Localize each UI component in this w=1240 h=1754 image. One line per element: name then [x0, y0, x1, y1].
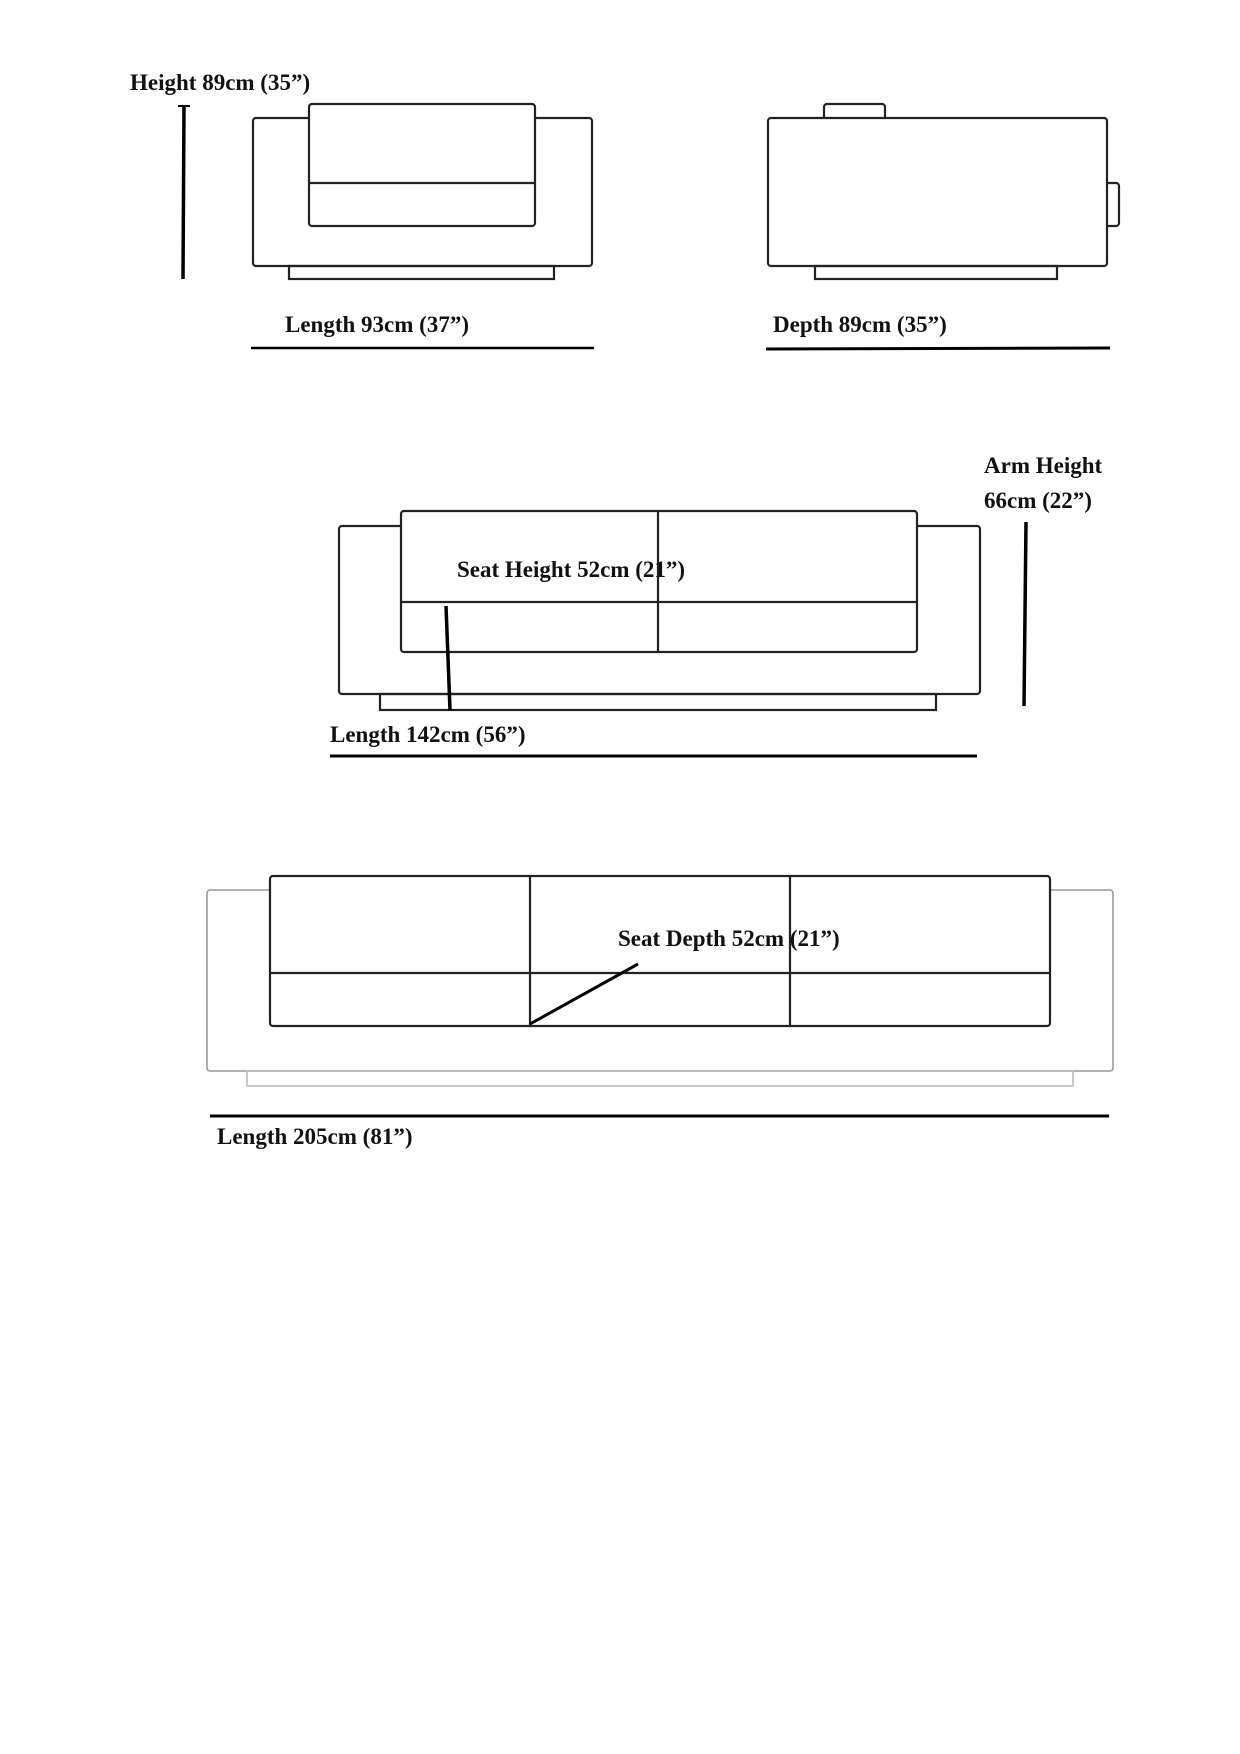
loveseat-base	[378, 692, 938, 712]
loveseat-front-view	[337, 509, 982, 712]
armchair-front-view	[251, 102, 594, 281]
arm-height-label-line2: 66cm (22”)	[984, 488, 1092, 513]
seat-depth-label: Seat Depth 52cm (21”)	[618, 926, 840, 951]
armchair-side-view	[766, 102, 1121, 281]
sofa-length-label: Length 205cm (81”)	[217, 1124, 412, 1149]
depth-label: Depth 89cm (35”)	[773, 312, 947, 337]
armchair-length-label: Length 93cm (37”)	[285, 312, 469, 337]
sofa-front-view	[206, 874, 1114, 1087]
armchair-cushion	[307, 102, 537, 228]
arm-height-label-line1: Arm Height	[984, 453, 1103, 478]
seat-height-label: Seat Height 52cm (21”)	[457, 557, 685, 582]
arm-height-line	[1022, 521, 1028, 707]
side-base	[813, 264, 1059, 281]
side-body	[766, 116, 1109, 268]
depth-line	[765, 346, 1111, 351]
sofa-cushions	[268, 874, 1052, 1028]
sofa-base	[246, 1070, 1074, 1087]
height-dimension-line	[181, 105, 186, 280]
seat-height-line	[444, 605, 452, 711]
armchair-base	[287, 264, 556, 281]
height-label: Height 89cm (35”)	[130, 70, 310, 95]
seat-depth-line	[529, 962, 639, 1026]
loveseat-length-label: Length 142cm (56”)	[330, 722, 525, 747]
